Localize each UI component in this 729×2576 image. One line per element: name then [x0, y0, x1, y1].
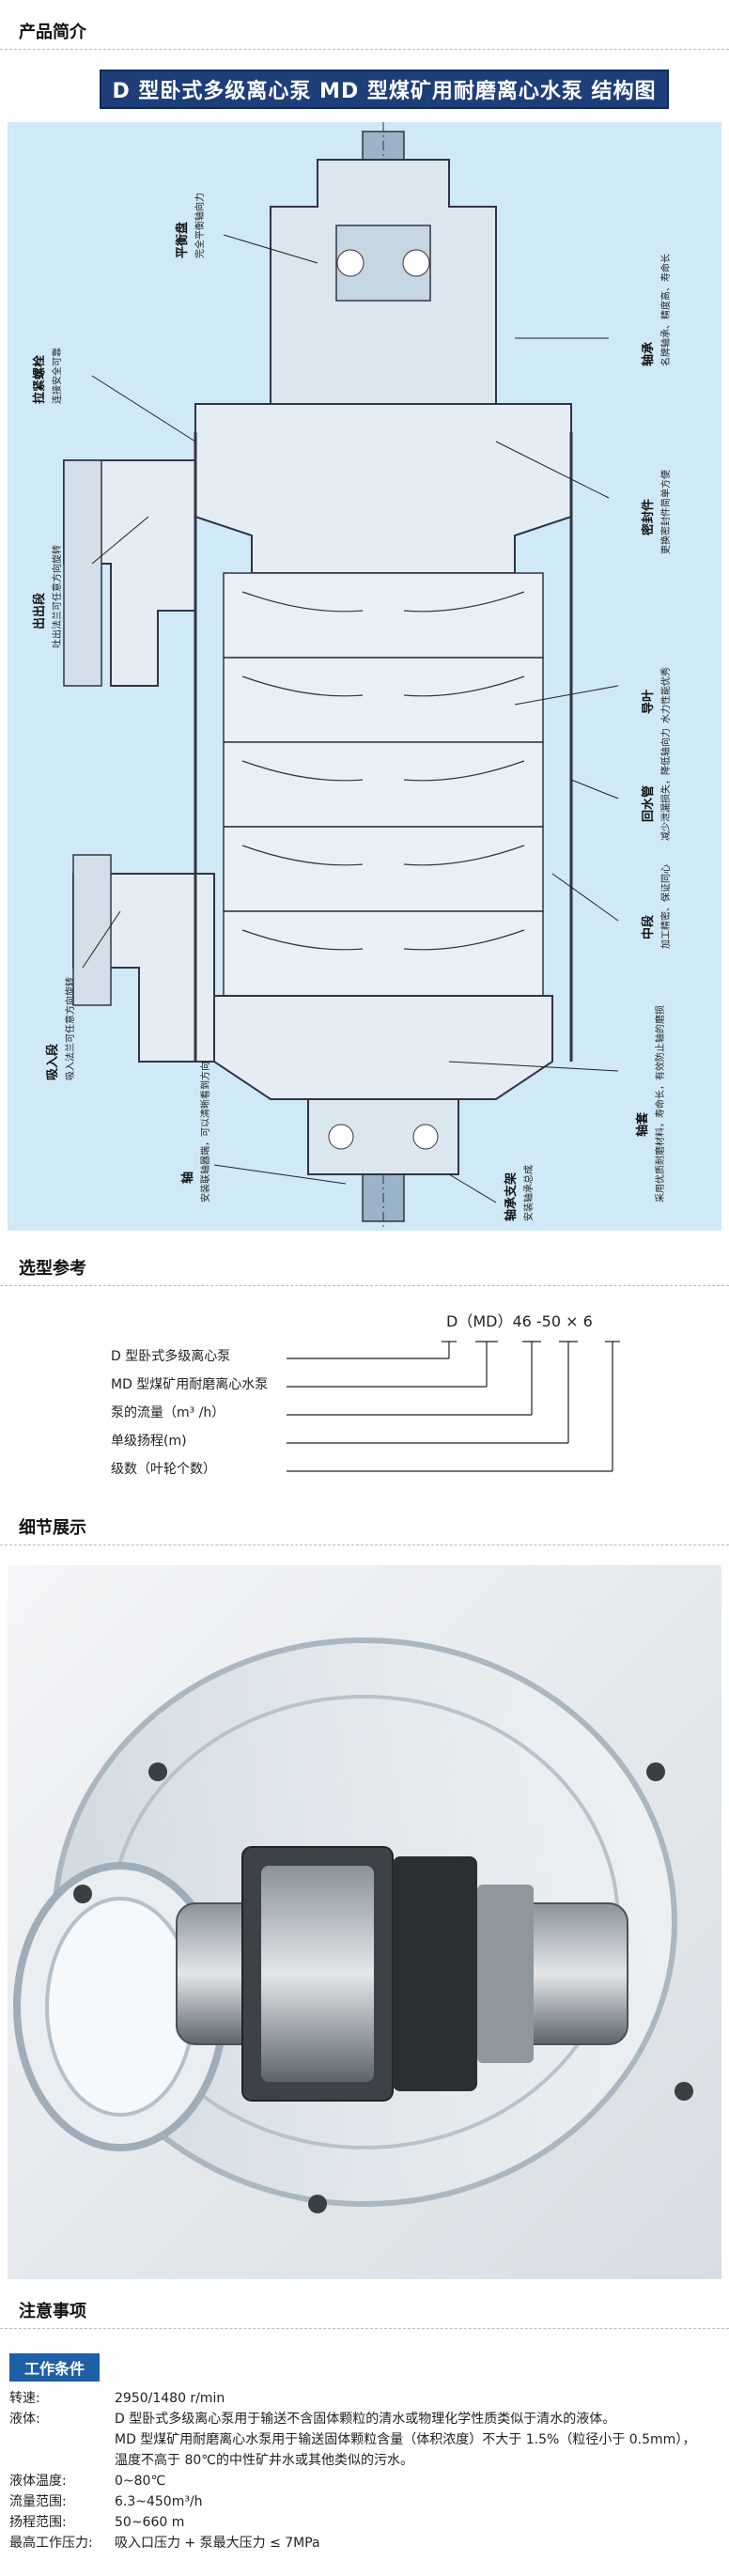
diagram-label-bearing-bracket: 轴承支架 安装轴承总成 [504, 1165, 535, 1221]
svg-text:中段: 中段 [641, 915, 656, 939]
svg-text:更换密封件简单方便: 更换密封件简单方便 [659, 470, 672, 554]
svg-text:平衡盘: 平衡盘 [175, 222, 190, 258]
structure-diagram: 平衡盘 完全平衡轴向力 拉紧螺栓 连接安全可靠 出出段 吐出法兰可任意方向旋转 … [8, 122, 721, 1231]
divider [0, 1544, 729, 1545]
svg-text:水力性能优秀: 水力性能优秀 [659, 667, 672, 723]
svg-text:吐出法兰可任意方向旋转: 吐出法兰可任意方向旋转 [51, 545, 63, 648]
svg-text:采用优质耐磨材料，寿命长，有效防止轴的磨损: 采用优质耐磨材料，寿命长，有效防止轴的磨损 [654, 1005, 666, 1203]
section-notes: 注意事项 [0, 2300, 729, 2324]
pump-detail-photo [8, 1565, 721, 2279]
section-intro: 产品简介 [0, 21, 729, 45]
svg-text:导叶: 导叶 [642, 690, 656, 714]
model-code-diagram: D（MD）46 -50 × 6 D [0, 1306, 729, 1503]
svg-text:安装联轴器端，可以清晰看到方向: 安装联轴器端，可以清晰看到方向 [199, 1062, 211, 1203]
svg-text:名牌轴承、精度高、寿命长: 名牌轴承、精度高、寿命长 [659, 254, 672, 366]
diagram-label-shaft: 轴 安装联轴器端，可以清晰看到方向 [180, 1062, 211, 1203]
svg-text:出出段: 出出段 [32, 593, 47, 629]
section-details: 细节展示 [0, 1516, 729, 1541]
svg-text:减少泄漏损失，降低轴向力: 减少泄漏损失，降低轴向力 [659, 728, 672, 841]
diagram-label-seal: 密封件 更换密封件简单方便 [641, 470, 672, 554]
section-title-intro: 产品简介 [19, 23, 86, 42]
divider [0, 1285, 729, 1286]
divider [0, 2328, 729, 2329]
svg-text:轴承: 轴承 [641, 342, 656, 366]
section-selection: 选型参考 [0, 1257, 729, 1281]
diagram-label-suction: 吸入段 吸入法兰可任意方向旋转 [45, 977, 76, 1080]
section-title-selection: 选型参考 [19, 1259, 86, 1279]
diagram-label-balance-disc: 平衡盘 完全平衡轴向力 [175, 193, 206, 258]
svg-text:安装轴承总成: 安装轴承总成 [522, 1165, 535, 1221]
svg-text:加工精密、保证同心: 加工精密、保证同心 [659, 864, 672, 949]
diagram-label-return-pipe: 回水管 减少泄漏损失，降低轴向力 [641, 728, 672, 841]
transparent-pump-photo [8, 1565, 721, 2279]
svg-text:吸入段: 吸入段 [45, 1044, 60, 1080]
section-title-details: 细节展示 [19, 1518, 86, 1538]
structure-banner: D 型卧式多级离心泵 MD 型煤矿用耐磨离心水泵 结构图 [100, 70, 669, 109]
model-code-svg: D（MD）46 -50 × 6 D [111, 1312, 620, 1477]
selection-item: 单级扬程(m) [111, 1434, 187, 1449]
svg-text:密封件: 密封件 [641, 499, 656, 536]
diagram-label-tie-bolt: 拉紧螺栓 连接安全可靠 [32, 348, 63, 404]
working-conditions-badge: 工作条件 [9, 2353, 100, 2382]
svg-text:轴承支架: 轴承支架 [504, 1172, 519, 1221]
svg-text:回水管: 回水管 [641, 785, 656, 822]
svg-text:连接安全可靠: 连接安全可靠 [51, 348, 63, 404]
diagram-label-guide-vane: 导叶 水力性能优秀 [642, 667, 672, 723]
selection-item: 泵的流量（m³ /h） [111, 1405, 225, 1420]
section-title-notes: 注意事项 [19, 2302, 86, 2321]
model-code: D（MD）46 -50 × 6 [446, 1312, 593, 1330]
selection-item: MD 型煤矿用耐磨离心水泵 [111, 1376, 268, 1392]
diagram-label-sleeve: 轴套 采用优质耐磨材料，寿命长，有效防止轴的磨损 [635, 1005, 666, 1203]
divider [0, 49, 729, 50]
pump-cross-section: 平衡盘 完全平衡轴向力 拉紧螺栓 连接安全可靠 出出段 吐出法兰可任意方向旋转 … [32, 122, 672, 1231]
svg-text:完全平衡轴向力: 完全平衡轴向力 [194, 193, 206, 258]
diagram-label-middle-section: 中段 加工精密、保证同心 [641, 864, 672, 949]
diagram-label-bearing: 轴承 名牌轴承、精度高、寿命长 [641, 254, 672, 366]
selection-item: 级数（叶轮个数） [111, 1462, 216, 1477]
diagram-label-discharge: 出出段 吐出法兰可任意方向旋转 [32, 545, 63, 648]
svg-text:吸入法兰可任意方向旋转: 吸入法兰可任意方向旋转 [64, 977, 76, 1080]
selection-item: D 型卧式多级离心泵 [111, 1348, 230, 1364]
svg-text:轴套: 轴套 [635, 1111, 650, 1137]
svg-text:轴: 轴 [180, 1172, 195, 1184]
svg-text:拉紧螺栓: 拉紧螺栓 [32, 355, 47, 404]
